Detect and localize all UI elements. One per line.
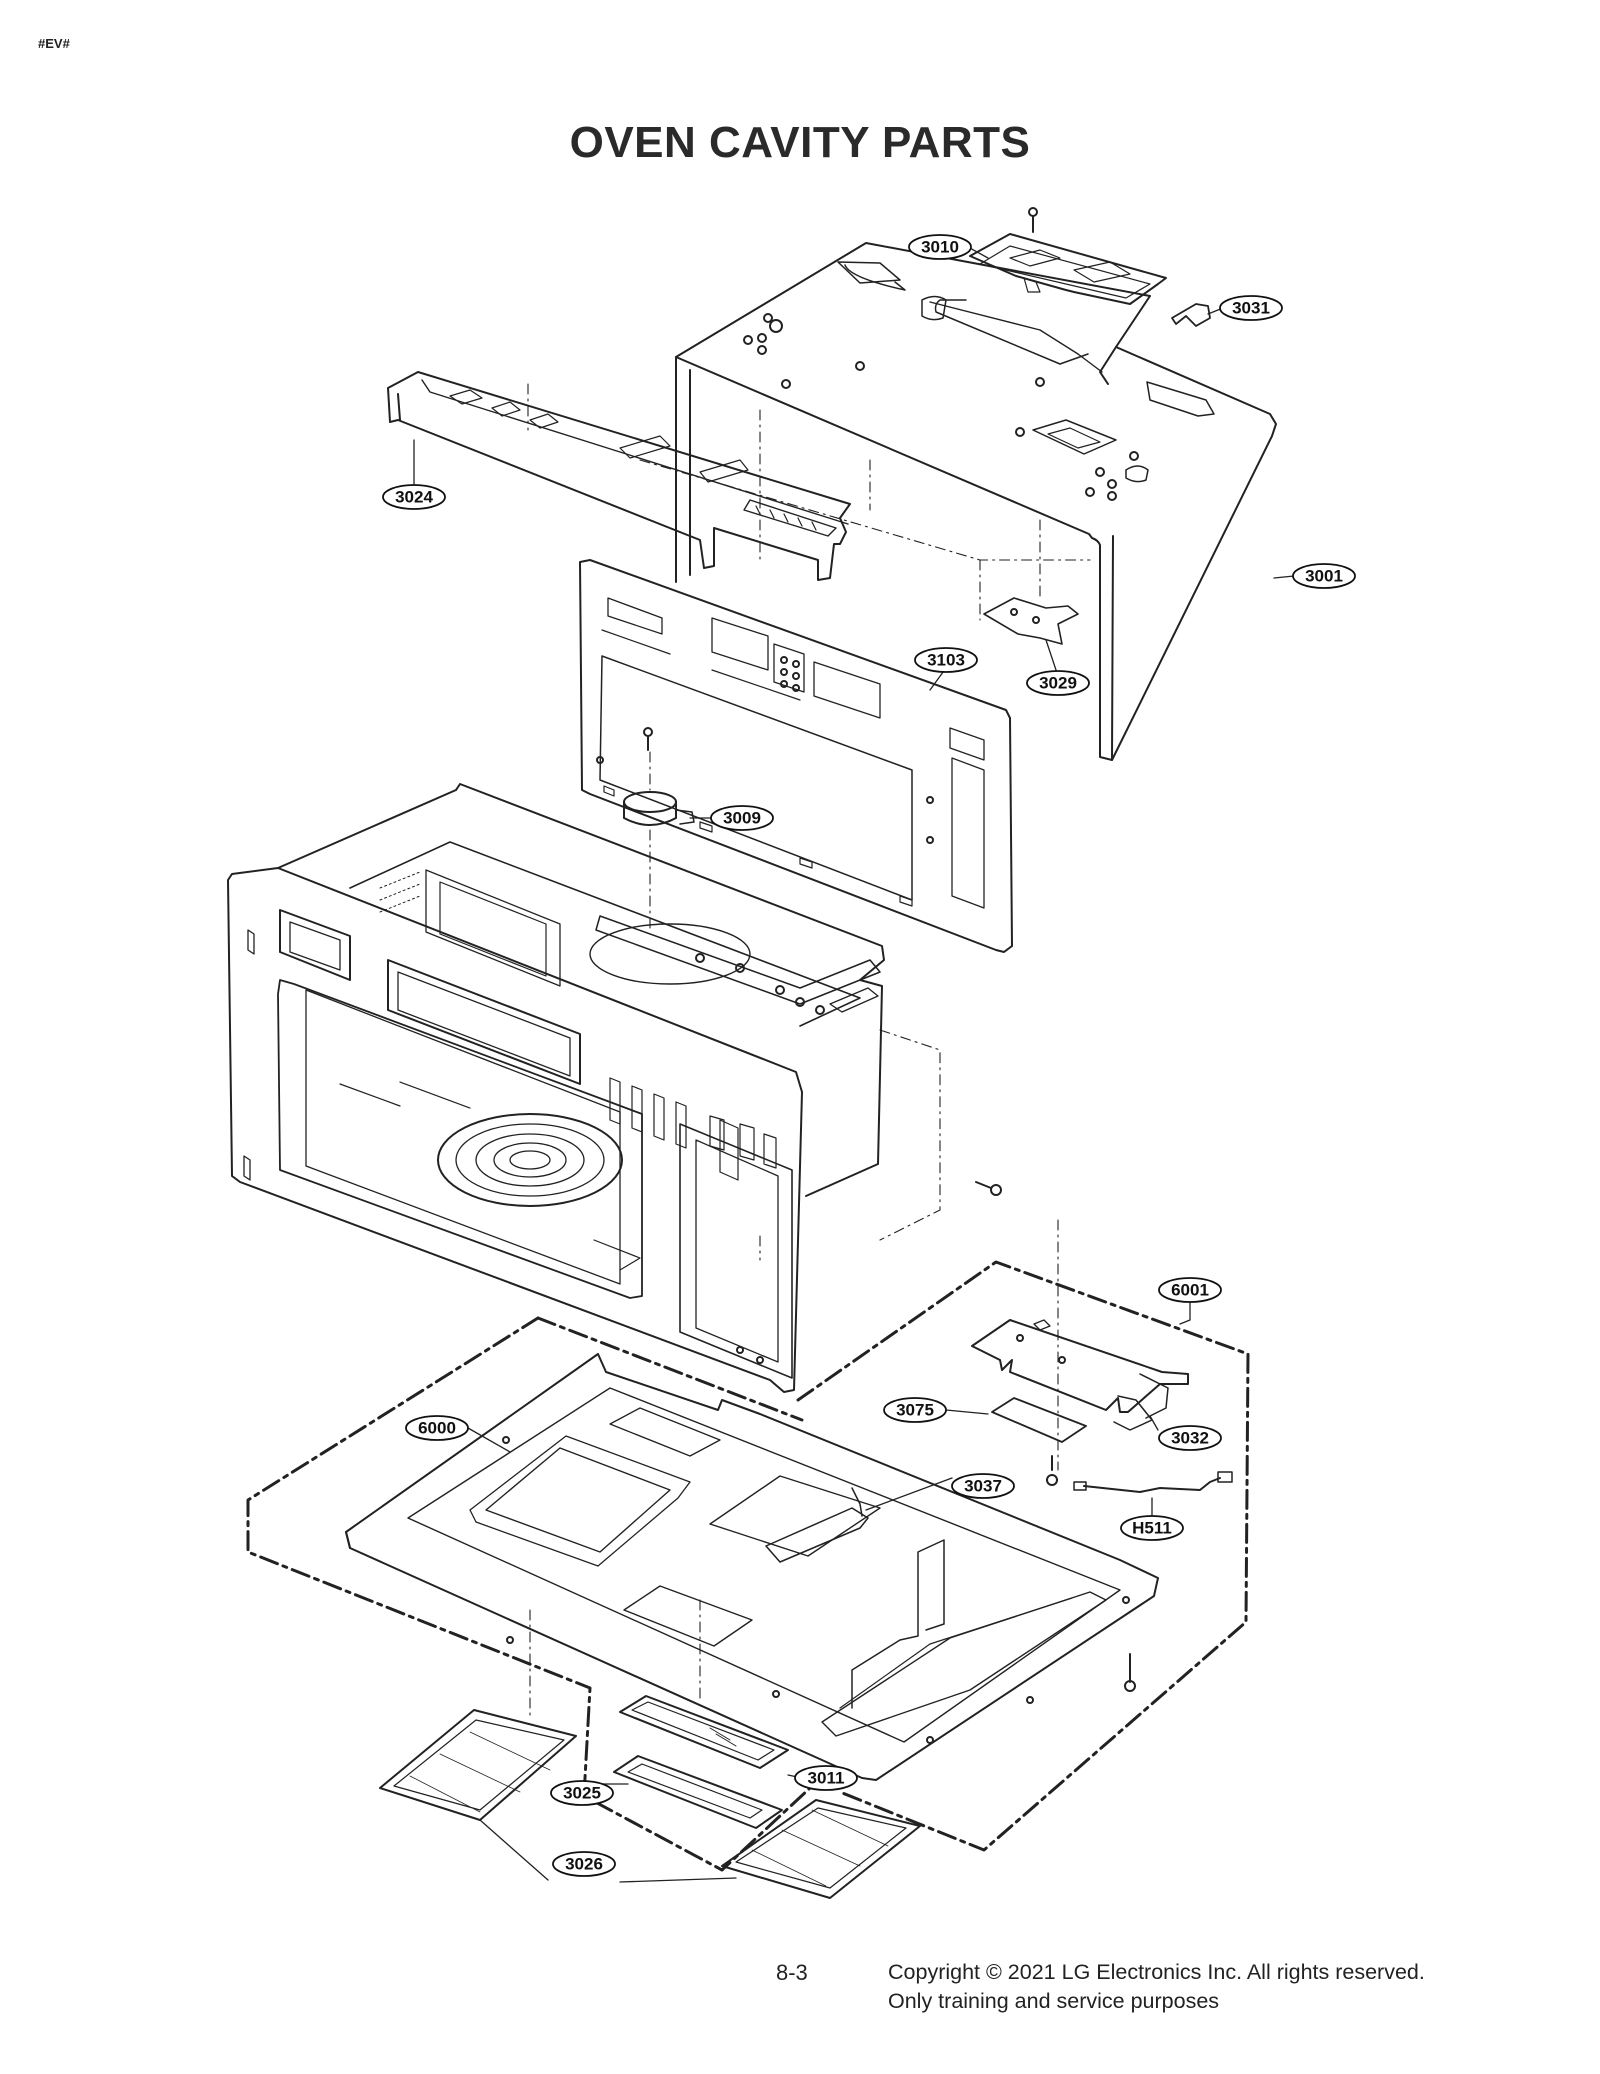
callout-6001: 6001 (1171, 1281, 1209, 1300)
lamp-glass (619, 1695, 789, 1769)
group-boundary-6001 (796, 1260, 1250, 1852)
screw-3009 (643, 727, 653, 751)
page-number: 8-3 (776, 1960, 808, 1985)
top-plate (934, 233, 1167, 365)
callout-3026: 3026 (565, 1855, 603, 1874)
callout-3025: 3025 (563, 1784, 601, 1803)
assembly-guide-lines (527, 383, 1091, 1721)
outer-case (675, 242, 1277, 761)
pcb-screw (1046, 1455, 1058, 1486)
callout-3009: 3009 (723, 809, 761, 828)
callout-3075: 3075 (896, 1401, 934, 1420)
callout-labels (382, 234, 1356, 1877)
callout-3029: 3029 (1039, 674, 1077, 693)
callout-6000: 6000 (418, 1419, 456, 1438)
lamp-frame (613, 1755, 783, 1829)
callout-3031: 3031 (1232, 299, 1270, 318)
page-title: OVEN CAVITY PARTS (569, 118, 1031, 167)
callout-3037: 3037 (964, 1477, 1002, 1496)
callout-3103: 3103 (927, 651, 965, 670)
callout-3024: 3024 (395, 488, 433, 507)
document-code: #EV# (38, 36, 70, 51)
callout-3032: 3032 (1171, 1429, 1209, 1448)
cover-3075 (991, 1397, 1087, 1443)
callout-3011: 3011 (808, 1769, 845, 1788)
thermal-component (623, 791, 695, 826)
callout-3010: 3010 (921, 238, 959, 257)
pcb-bracket (971, 1319, 1189, 1431)
back-panel (579, 559, 1013, 953)
base-screw (1124, 1653, 1136, 1692)
base-plate (345, 1353, 1159, 1781)
usage-notice: Only training and service purposes (888, 1989, 1220, 2013)
copyright-notice: Copyright © 2021 LG Electronics Inc. All… (888, 1958, 1425, 2016)
clip-3031 (1171, 303, 1211, 327)
bracket-3029 (983, 597, 1079, 645)
cavity-body (227, 783, 885, 1393)
side-screw (975, 1181, 1002, 1196)
wire-harness (1073, 1471, 1233, 1493)
copyright-line: Copyright © 2021 LG Electronics Inc. All… (888, 1960, 1425, 1984)
grease-filter-right (721, 1799, 921, 1899)
group-boundary-6000 (246, 1316, 812, 1872)
callout-3001: 3001 (1305, 567, 1343, 586)
top-screw (1028, 207, 1038, 233)
grease-filter-left (379, 1709, 577, 1821)
callout-h511: H511 (1132, 1519, 1172, 1538)
air-guide (387, 371, 851, 581)
